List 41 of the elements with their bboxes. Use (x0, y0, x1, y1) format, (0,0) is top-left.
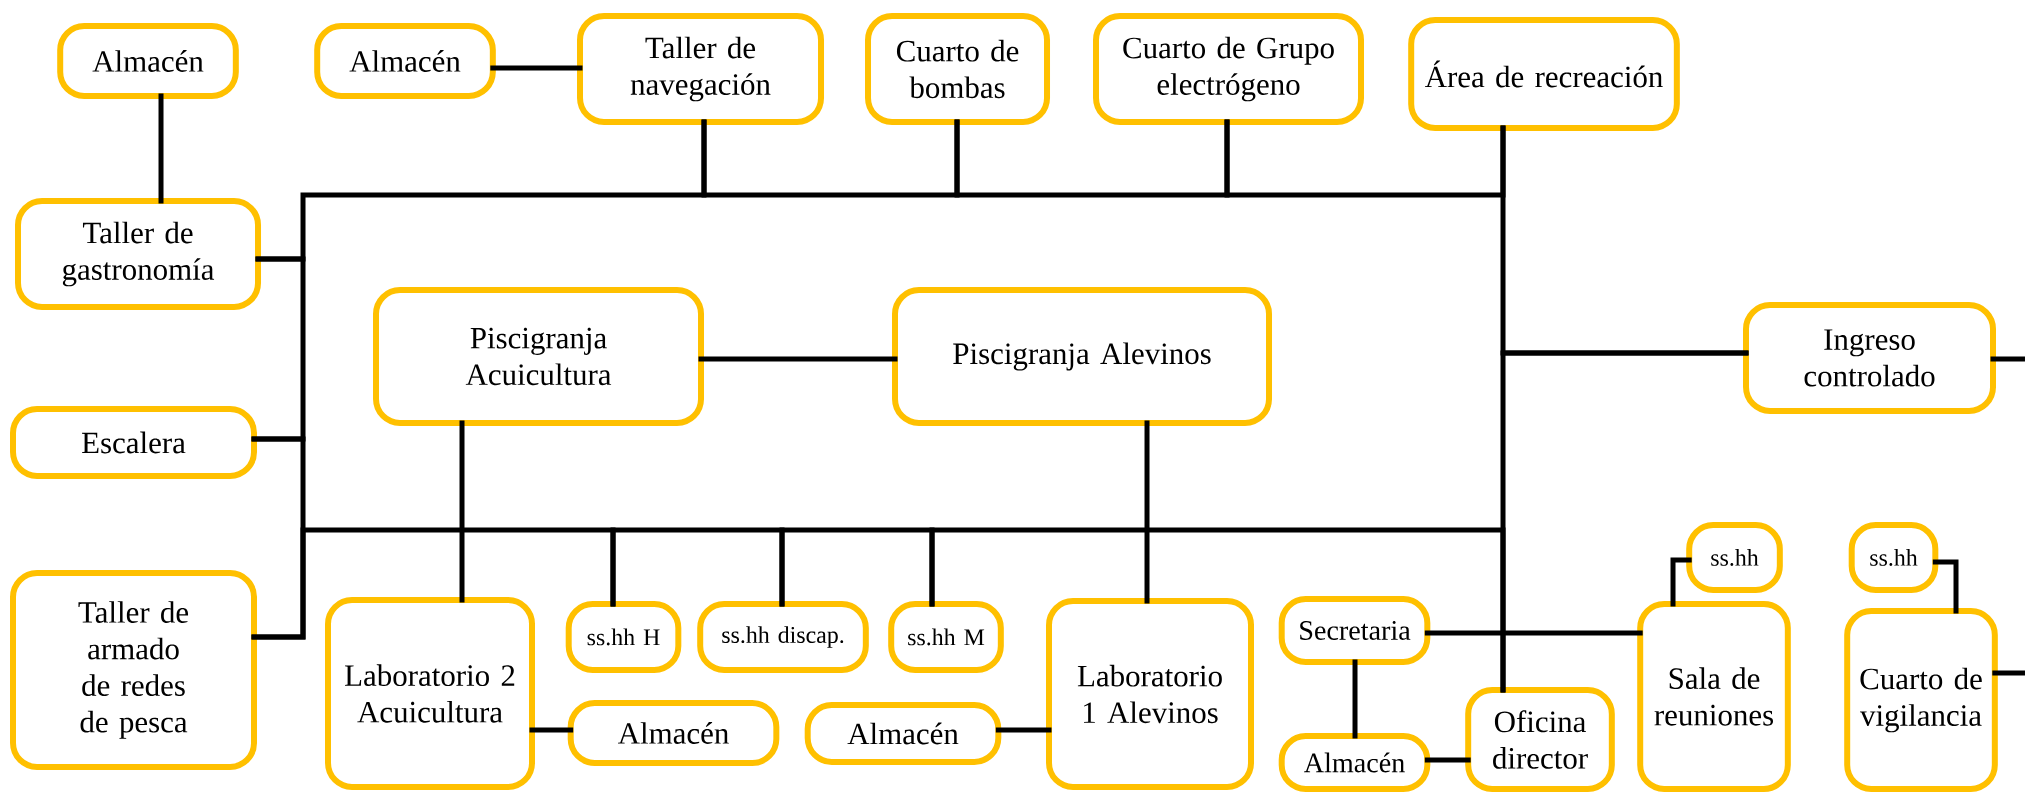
room-box: Laboratorio 1 Alevinos (1046, 598, 1254, 790)
room-box: ss.hh (1848, 522, 1939, 593)
room-box: Almacén (314, 23, 496, 99)
room-box: Almacén (804, 702, 1002, 765)
room-box: Escalera (10, 406, 257, 479)
room-box: Cuarto de Grupo electrógeno (1093, 13, 1364, 125)
connector-line (1144, 420, 1150, 604)
connector-line (1352, 659, 1358, 739)
room-box: Sala de reuniones (1637, 601, 1791, 792)
room-box: Taller de armado de redes de pesca (10, 570, 257, 770)
room-box: Almacén (57, 23, 239, 99)
room-box: Cuarto de bombas (865, 13, 1050, 125)
room-box: Piscigranja Acuicultura (373, 287, 704, 426)
connector-line (1424, 630, 1643, 636)
room-box: Almacén (1278, 733, 1431, 792)
room-box: Almacén (567, 700, 780, 766)
connector-line (1932, 559, 1959, 614)
room-box: ss.hh discap. (697, 601, 869, 673)
connector-line (1992, 670, 2025, 676)
connector-line (995, 727, 1052, 733)
room-box: Cuarto de vigilancia (1844, 608, 1998, 792)
connector-line (1990, 356, 2025, 362)
room-box: ss.hh (1686, 522, 1783, 593)
room-box: Piscigranja Alevinos (892, 287, 1272, 426)
connector-line (490, 65, 583, 71)
room-box: ss.hh M (888, 601, 1004, 673)
room-box: Taller de gastronomía (15, 198, 261, 310)
room-box: Área de recreación (1408, 17, 1680, 131)
room-box: Laboratorio 2 Acuicultura (325, 597, 535, 790)
connector-line (1424, 757, 1471, 763)
room-box: Ingreso controlado (1743, 302, 1996, 414)
connector-line (1670, 557, 1692, 607)
connector-line (459, 420, 465, 603)
connector-line (529, 727, 574, 733)
room-box: Taller de navegación (577, 13, 824, 125)
connector-line (158, 93, 164, 204)
connector-line (698, 356, 898, 362)
room-box: Secretaria (1278, 596, 1431, 665)
room-box: Oficina director (1465, 687, 1615, 792)
room-box: ss.hh H (565, 601, 682, 673)
connector-line (251, 527, 616, 640)
